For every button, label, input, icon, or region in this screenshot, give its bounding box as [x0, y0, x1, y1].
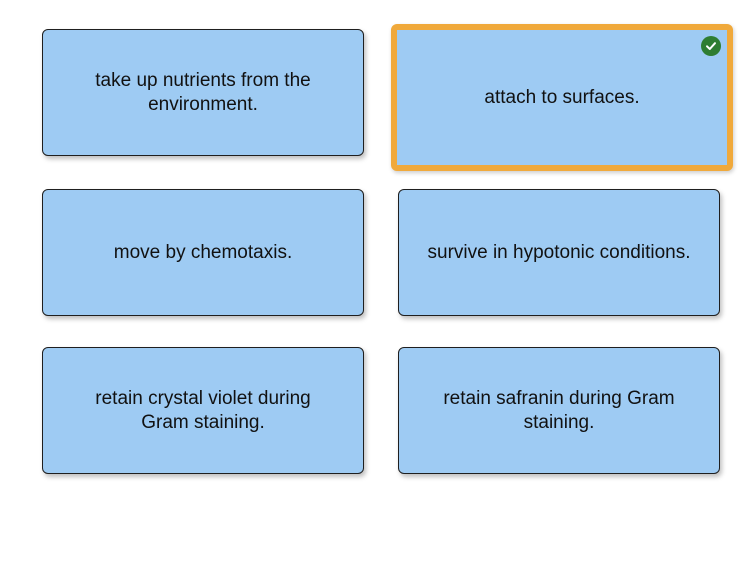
answer-card-hypotonic[interactable]: survive in hypotonic conditions.	[398, 189, 720, 316]
answer-card-attach[interactable]: attach to surfaces.	[391, 24, 733, 171]
card-label: move by chemotaxis.	[113, 241, 293, 263]
card-label: survive in hypotonic conditions.	[427, 241, 691, 263]
card-label: attach to surfaces.	[484, 86, 640, 108]
answer-card-nutrients[interactable]: take up nutrients from the environment.	[42, 29, 364, 156]
card-label: retain crystal violet during Gram staini…	[95, 387, 311, 433]
answer-card-chemotaxis[interactable]: move by chemotaxis.	[42, 189, 364, 316]
card-label: take up nutrients from the environment.	[95, 69, 311, 115]
answer-card-crystal-violet[interactable]: retain crystal violet during Gram staini…	[42, 347, 364, 474]
card-label: retain safranin during Gram staining.	[443, 387, 675, 433]
checkmark-circle-icon	[701, 36, 721, 56]
answer-card-safranin[interactable]: retain safranin during Gram staining.	[398, 347, 720, 474]
